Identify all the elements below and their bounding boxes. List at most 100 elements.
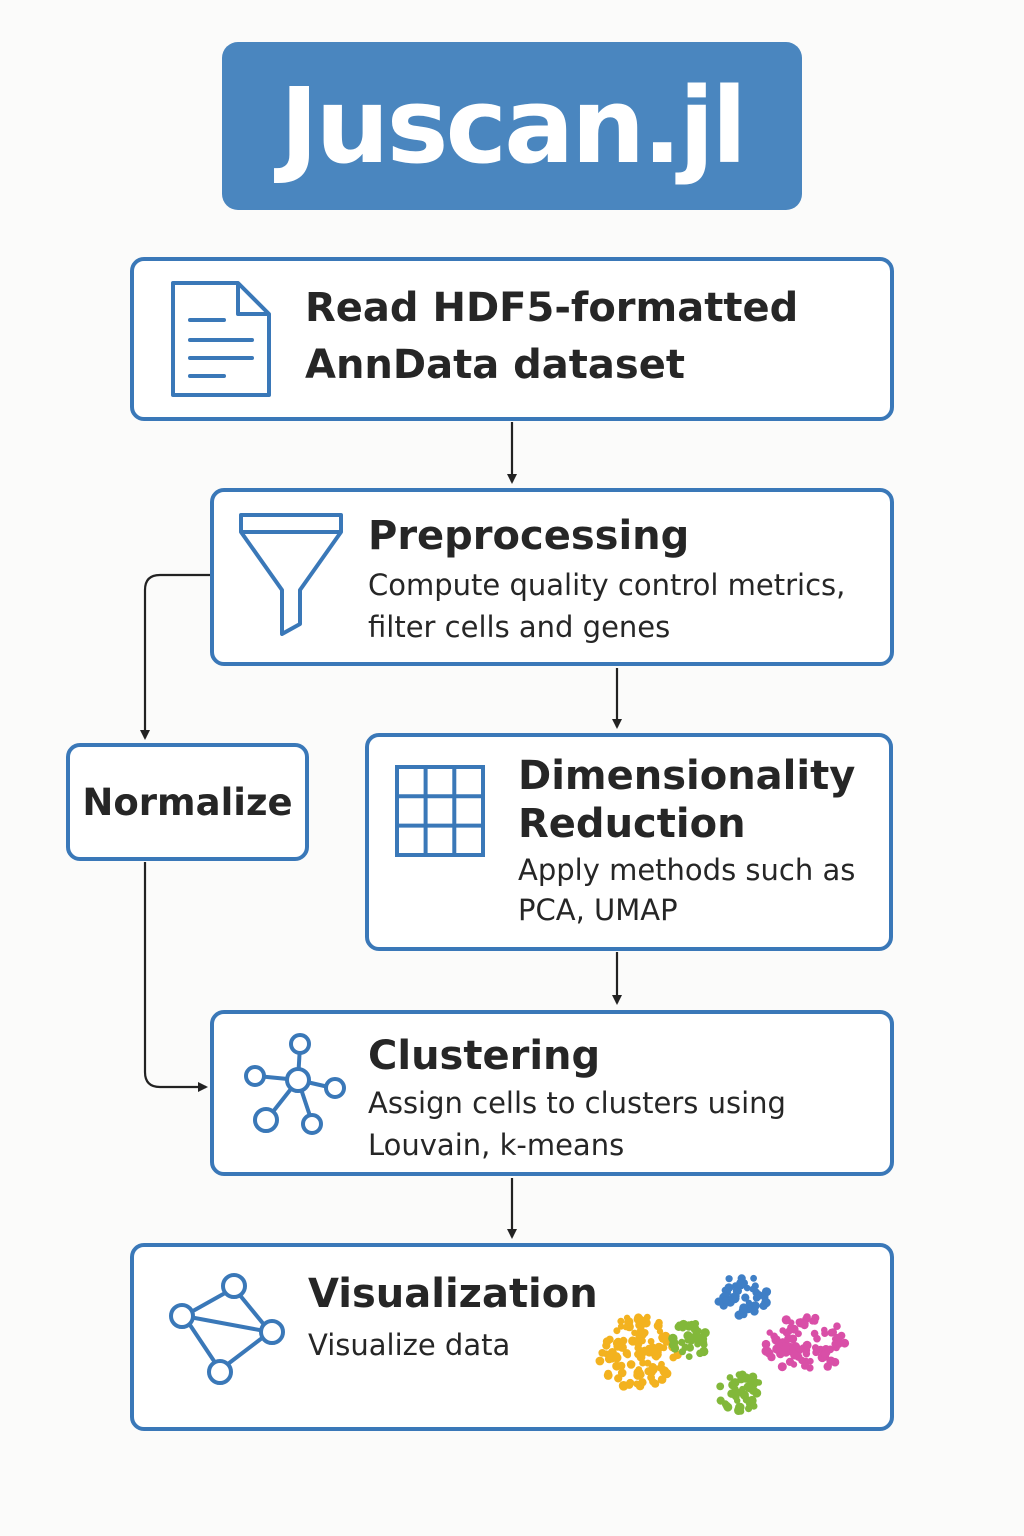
cluster-dot bbox=[743, 1374, 753, 1383]
cluster-dot bbox=[779, 1327, 786, 1334]
cluster-dot bbox=[624, 1351, 632, 1359]
preprocessing-title: Preprocessing bbox=[368, 513, 690, 559]
cluster-dot bbox=[647, 1365, 657, 1375]
visualization-desc: Visualize data bbox=[308, 1328, 511, 1362]
cluster-dot bbox=[700, 1341, 708, 1349]
cluster-dot bbox=[694, 1340, 701, 1348]
cluster-dot bbox=[823, 1362, 832, 1371]
cluster-dot bbox=[639, 1359, 647, 1367]
cluster-dot bbox=[809, 1317, 817, 1325]
cluster-dot bbox=[807, 1357, 814, 1365]
preprocessing-step-text: Preprocessing Compute quality control me… bbox=[368, 512, 845, 648]
cluster-dot bbox=[800, 1319, 809, 1328]
visualization-title: Visualization bbox=[308, 1271, 598, 1317]
cluster-dot bbox=[640, 1346, 650, 1356]
cluster-dot bbox=[821, 1329, 829, 1337]
cluster-dot bbox=[685, 1353, 693, 1360]
cluster-dot bbox=[745, 1405, 753, 1413]
cluster-dot bbox=[820, 1351, 828, 1358]
clustering-title: Clustering bbox=[368, 1033, 601, 1079]
cluster-dot bbox=[766, 1329, 773, 1336]
cluster-dot bbox=[760, 1293, 769, 1301]
cluster-dot bbox=[753, 1292, 762, 1301]
cluster-dot bbox=[781, 1342, 790, 1352]
read-step-text: Read HDF5-formatted AnnData dataset bbox=[305, 280, 798, 394]
visualization-step-box bbox=[130, 1243, 894, 1431]
cluster-dot bbox=[604, 1369, 613, 1378]
cluster-dot bbox=[784, 1334, 793, 1343]
cluster-dot bbox=[732, 1287, 741, 1296]
cluster-dot bbox=[724, 1283, 734, 1292]
cluster-dot bbox=[714, 1297, 723, 1306]
cluster-dot bbox=[638, 1378, 647, 1387]
cluster-dot bbox=[602, 1341, 611, 1350]
cluster-dot bbox=[647, 1338, 655, 1345]
cluster-dot bbox=[700, 1328, 710, 1338]
cluster-dot bbox=[626, 1360, 636, 1369]
funnel-icon bbox=[239, 513, 343, 636]
cluster-dot bbox=[617, 1368, 627, 1378]
cluster-dot bbox=[696, 1349, 704, 1358]
cluster-dot bbox=[833, 1322, 841, 1330]
graph-icon bbox=[169, 1273, 285, 1385]
cluster-dot bbox=[626, 1378, 635, 1388]
cluster-dot bbox=[840, 1338, 850, 1348]
cluster-dot bbox=[777, 1362, 787, 1372]
cluster-dot bbox=[775, 1340, 783, 1348]
cluster-dot bbox=[752, 1301, 760, 1310]
cluster-dot bbox=[760, 1302, 768, 1310]
cluster-dot bbox=[749, 1285, 756, 1293]
title-banner: Juscan.jl bbox=[222, 42, 802, 210]
cluster-dot bbox=[741, 1293, 750, 1302]
dimred-desc-line2: PCA, UMAP bbox=[518, 893, 678, 927]
cluster-dot bbox=[624, 1317, 634, 1327]
preprocessing-desc-line2: filter cells and genes bbox=[368, 610, 671, 644]
cluster-dot bbox=[734, 1397, 741, 1404]
cluster-dot bbox=[761, 1339, 771, 1349]
cluster-dot bbox=[605, 1335, 614, 1344]
normalize-title: Normalize bbox=[82, 780, 293, 824]
cluster-dot bbox=[668, 1340, 678, 1350]
clustering-step-text: Clustering Assign cells to clusters usin… bbox=[368, 1032, 786, 1166]
cluster-dot bbox=[684, 1332, 694, 1342]
cluster-dot bbox=[722, 1296, 730, 1304]
cluster-dot bbox=[833, 1333, 841, 1341]
cluster-dot bbox=[803, 1313, 811, 1321]
cluster-dot bbox=[636, 1315, 646, 1325]
cluster-dot bbox=[790, 1361, 798, 1368]
cluster-dot bbox=[813, 1334, 821, 1343]
cluster-dot bbox=[644, 1359, 652, 1367]
cluster-dot bbox=[742, 1395, 751, 1404]
read-step-line1: Read HDF5-formatted bbox=[305, 285, 799, 331]
cluster-dot bbox=[613, 1327, 621, 1335]
clustering-step-box bbox=[210, 1010, 894, 1176]
cluster-dot bbox=[789, 1324, 799, 1334]
cluster-dot bbox=[734, 1406, 743, 1415]
cluster-dot bbox=[647, 1373, 655, 1382]
page-title: Juscan.jl bbox=[279, 65, 747, 187]
cluster-dot bbox=[794, 1352, 803, 1361]
normalize-step-box: Normalize bbox=[66, 743, 309, 861]
cluster-dot bbox=[802, 1340, 812, 1350]
cluster-dot bbox=[767, 1353, 776, 1362]
cluster-dot bbox=[751, 1387, 758, 1394]
network-icon bbox=[244, 1033, 346, 1135]
cluster-dot bbox=[617, 1342, 627, 1352]
visualization-step-text: Visualization Visualize data bbox=[308, 1270, 598, 1366]
cluster-dot bbox=[662, 1368, 672, 1379]
cluster-dot bbox=[731, 1385, 739, 1393]
cluster-dot bbox=[802, 1350, 811, 1358]
cluster-dot bbox=[595, 1356, 605, 1366]
cluster-dot bbox=[801, 1362, 809, 1370]
clustering-desc-line1: Assign cells to clusters using bbox=[368, 1086, 786, 1120]
cluster-dot bbox=[674, 1322, 683, 1331]
cluster-dot bbox=[619, 1336, 628, 1345]
cluster-dot bbox=[688, 1320, 696, 1328]
cluster-dot bbox=[598, 1349, 607, 1357]
cluster-dot bbox=[750, 1274, 757, 1282]
arrow-normalize-to-clustering bbox=[143, 862, 208, 1092]
cluster-dot bbox=[722, 1401, 731, 1410]
dimred-title-line1: Dimensionality bbox=[518, 753, 856, 799]
dimred-title-line2: Reduction bbox=[518, 801, 746, 847]
cluster-dot bbox=[658, 1360, 665, 1368]
